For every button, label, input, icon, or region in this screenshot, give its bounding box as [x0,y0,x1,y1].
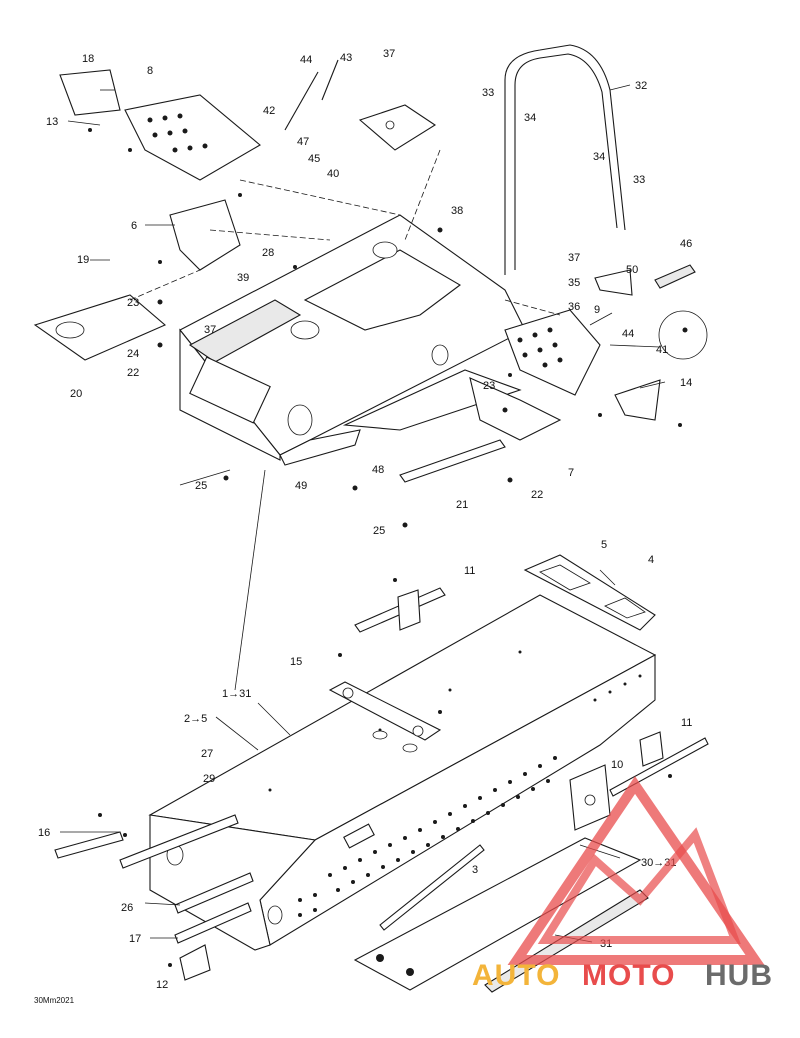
callout-25-left: 25 [195,480,207,492]
callout-4: 4 [648,554,654,566]
callout-13: 13 [46,116,58,128]
callout-7: 7 [568,467,574,479]
leader-lines [60,84,666,943]
callout-50: 50 [626,264,638,276]
callout-36: 36 [568,301,580,313]
callout-11-upper: 11 [464,565,475,577]
callout-39: 39 [237,272,249,284]
callout-27: 27 [201,748,213,760]
callout-8: 8 [147,65,153,77]
callout-38: 38 [451,205,463,217]
callout-35: 35 [568,277,580,289]
callout-14: 14 [680,377,692,389]
callout-5: 5 [601,539,607,551]
watermark-auto: AUTO [472,959,560,992]
callout-16: 16 [38,827,50,839]
callout-37-left: 37 [204,324,216,336]
callout-20: 20 [70,388,82,400]
watermark-hub: HUB [705,959,773,992]
callout-34-right: 34 [593,151,605,163]
callout-23-left: 23 [127,297,139,309]
callout-9: 9 [594,304,600,316]
callout-32: 32 [635,80,647,92]
automotohub-watermark: AUTO MOTO HUB [472,776,773,992]
callout-46: 46 [680,238,692,250]
tunnel-assembly [54,554,709,993]
callout-41: 41 [656,344,668,356]
callout-33-right: 33 [633,174,645,186]
watermark-triangle-inner [537,827,741,944]
callout-25-right: 25 [373,525,385,537]
callout-15: 15 [290,656,302,668]
callout-1-31: 1→31 [222,688,251,700]
callout-40: 40 [327,168,339,180]
callout-37-top: 37 [383,48,395,60]
callout-29: 29 [203,773,215,785]
callout-43: 43 [340,52,352,64]
callout-28: 28 [262,247,274,259]
callout-47: 47 [297,136,309,148]
callout-18-a: 18 [82,53,94,65]
callout-24: 24 [127,348,139,360]
callout-3: 3 [472,864,478,876]
callout-6: 6 [131,220,137,232]
watermark-triangle-outer [507,776,765,965]
callout-44-right: 44 [622,328,634,340]
watermark-moto: MOTO [582,959,675,992]
callout-42: 42 [263,105,275,117]
callout-34-left: 34 [524,112,536,124]
callout-48: 48 [372,464,384,476]
callout-22-right: 22 [531,489,543,501]
callout-10: 10 [611,759,623,771]
callout-17: 17 [129,933,141,945]
callout-12: 12 [156,979,168,991]
drawing-code: 30Mm2021 [34,996,75,1005]
callout-45: 45 [308,153,320,165]
callout-21: 21 [456,499,468,511]
callout-2-5: 2→5 [184,713,207,725]
callout-23-right: 23 [483,380,495,392]
front-frame-assembly [33,44,708,483]
callout-11-right: 11 [681,717,692,729]
callout-49: 49 [295,480,307,492]
callout-labels: 1→31 2→5 3 4 5 6 7 8 9 10 11 11 12 13 14… [38,48,692,991]
callout-22-left: 22 [127,367,139,379]
callout-19: 19 [77,254,89,266]
callout-26: 26 [121,902,133,914]
callout-37-right: 37 [568,252,580,264]
callout-33-left: 33 [482,87,494,99]
callout-44-top: 44 [300,54,312,66]
